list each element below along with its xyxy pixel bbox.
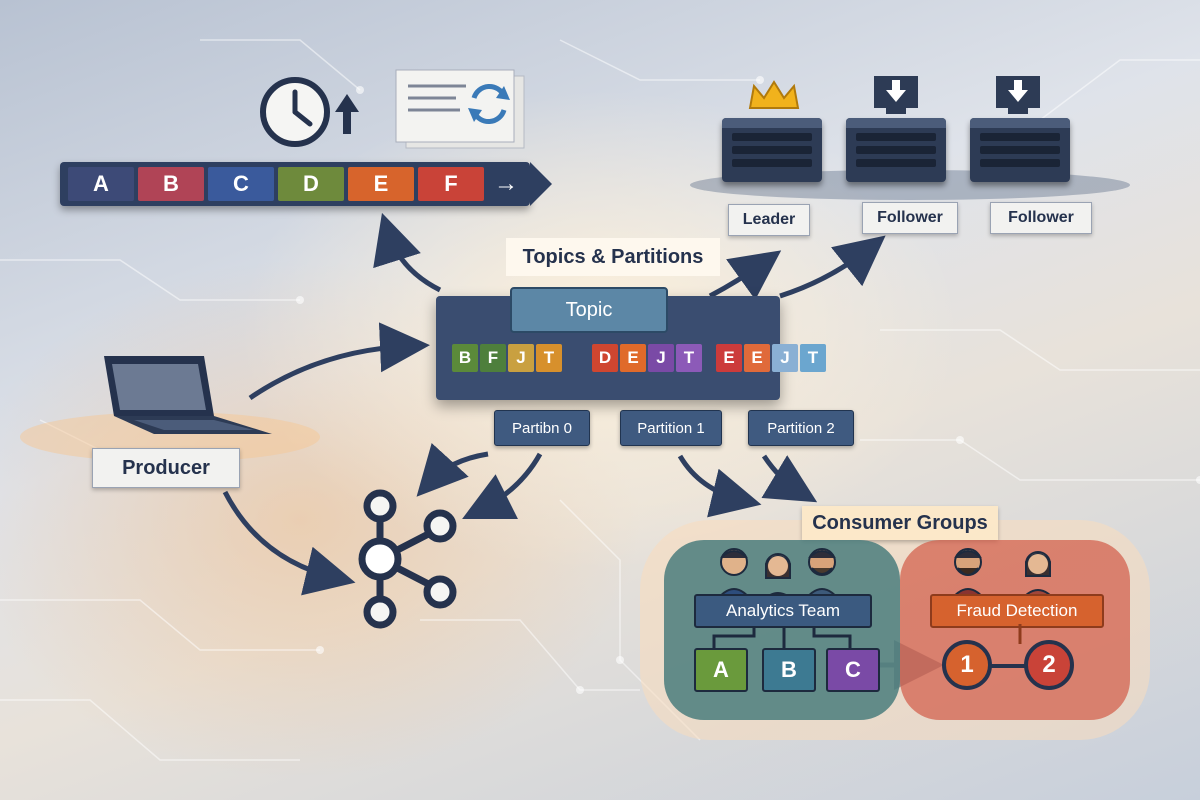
broker-label-leader: Leader [728, 204, 810, 236]
stream-message: E [348, 167, 414, 201]
fraud-detection-label: Fraud Detection [930, 594, 1104, 628]
consumer-c: C [826, 648, 880, 692]
stream-message: B [138, 167, 204, 201]
topic-partition-cells: B F J T D E J T E E J T [452, 344, 828, 374]
partition-cell: J [648, 344, 674, 372]
stream-arrow-head [530, 162, 552, 206]
partition-label-0: Partibn 0 [494, 410, 590, 446]
partition-cell: J [508, 344, 534, 372]
document-refresh-icon [395, 69, 525, 149]
partition-cell: E [620, 344, 646, 372]
partition-cell: T [800, 344, 826, 372]
message-stream: A B C D E F → [60, 162, 530, 206]
partition-cell: E [744, 344, 770, 372]
partition-cell: E [716, 344, 742, 372]
follower-server [846, 118, 946, 182]
fraud-connectors [1018, 624, 1022, 644]
download-icon [996, 76, 1040, 114]
follower-server [970, 118, 1070, 182]
kafka-logo-icon [358, 489, 457, 629]
producer-label: Producer [92, 448, 240, 488]
partition-cell: J [772, 344, 798, 372]
partition-label-2: Partition 2 [748, 410, 854, 446]
topic-tag: Topic [510, 287, 668, 333]
arrow-right-icon: → [494, 170, 518, 197]
laptop-icon [104, 356, 272, 434]
consumer-a: A [694, 648, 748, 692]
broker-label-follower: Follower [990, 202, 1092, 234]
broker-label-follower: Follower [862, 202, 958, 234]
partition-cell: T [676, 344, 702, 372]
fraud-node-link [988, 664, 1028, 668]
partition-cell: T [536, 344, 562, 372]
partition-cell: D [592, 344, 618, 372]
crown-icon [748, 80, 800, 109]
stream-message: A [68, 167, 134, 201]
download-icon [874, 76, 918, 114]
partition-cell: B [452, 344, 478, 372]
consumer-b: B [762, 648, 816, 692]
fraud-group [900, 540, 1130, 720]
stream-message: D [278, 167, 344, 201]
fraud-node-2: 2 [1024, 640, 1074, 690]
leader-server [722, 118, 822, 182]
fraud-node-1: 1 [942, 640, 992, 690]
analytics-team-label: Analytics Team [694, 594, 872, 628]
partition-cell: F [480, 344, 506, 372]
consumer-groups-title: Consumer Groups [802, 506, 998, 540]
partition-label-1: Partition 1 [620, 410, 722, 446]
stream-message: F [418, 167, 484, 201]
clock-icon [260, 77, 359, 147]
stream-message: C [208, 167, 274, 201]
page-title: Topics & Partitions [506, 238, 720, 276]
